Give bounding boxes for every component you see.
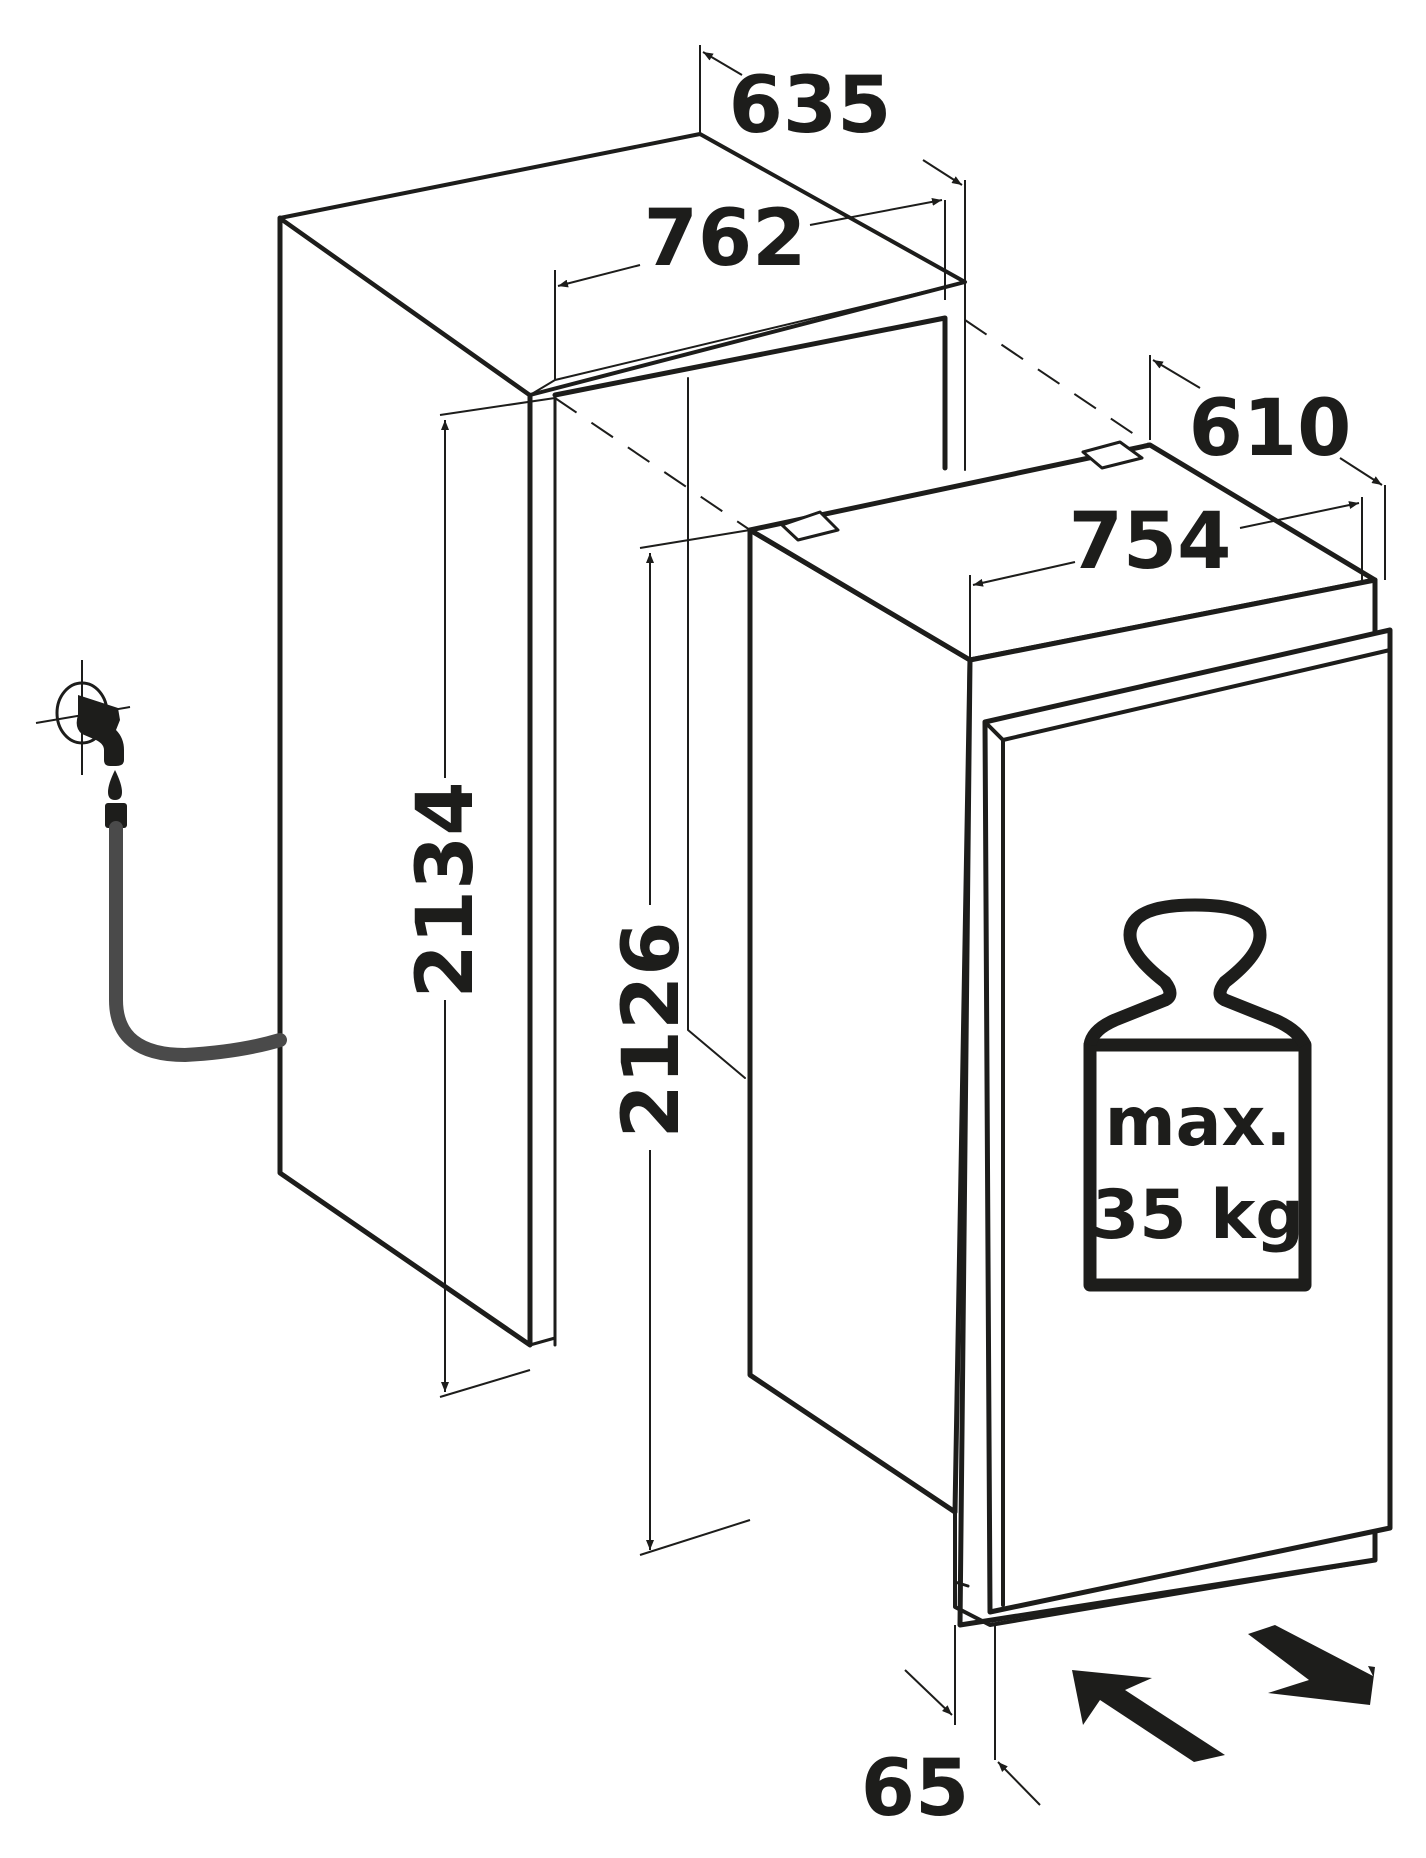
label-niche-width: 762 bbox=[644, 194, 807, 284]
dimension-door-offset bbox=[904, 1625, 1041, 1806]
label-appliance-width: 754 bbox=[1069, 497, 1232, 587]
weight-value-label: 35 kg bbox=[1092, 1176, 1304, 1255]
weight-icon bbox=[1083, 898, 1312, 1292]
label-appliance-depth-value: 610 bbox=[1189, 384, 1352, 474]
appliance-body bbox=[747, 440, 1393, 1628]
water-hose-icon bbox=[105, 803, 287, 1063]
niche-cabinet bbox=[277, 132, 967, 1348]
dimension-appliance-height bbox=[639, 529, 751, 1556]
dimension-appliance-width bbox=[969, 497, 1363, 658]
arrow-pull-out-icon bbox=[1248, 1625, 1375, 1705]
dimension-niche-width bbox=[554, 197, 946, 380]
water-tap-icon bbox=[35, 660, 131, 800]
dimension-niche-height bbox=[439, 397, 556, 1398]
dimension-niche-depth bbox=[699, 45, 966, 282]
weight-max-label: max. bbox=[1105, 1083, 1291, 1162]
label-niche-depth: 635 bbox=[729, 61, 892, 151]
label-door-offset: 65 bbox=[861, 1744, 970, 1834]
alignment-lines bbox=[554, 319, 1151, 531]
label-appliance-height: 2126 bbox=[607, 921, 697, 1138]
label-niche-height: 2134 bbox=[401, 781, 491, 998]
arrow-push-in-icon bbox=[1072, 1670, 1225, 1762]
dimension-appliance-depth bbox=[1149, 355, 1386, 580]
